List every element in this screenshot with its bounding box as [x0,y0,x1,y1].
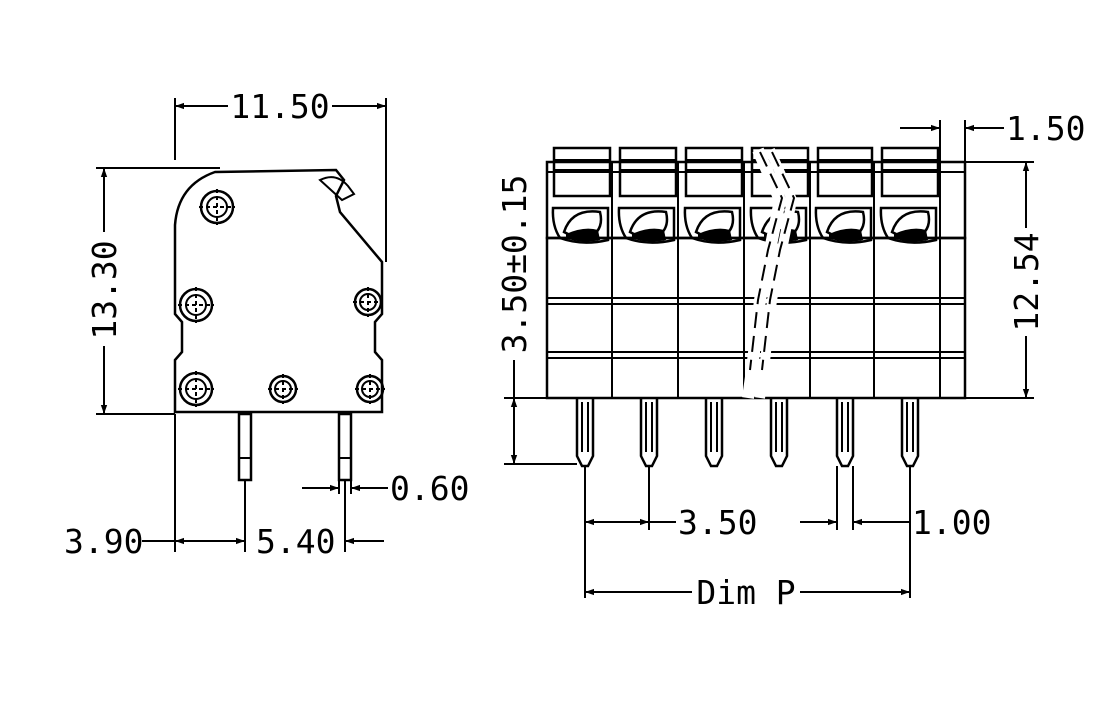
dim-text-1-50: 1.50 [1006,109,1085,148]
dim-text-3-50-tol: 3.50±0.15 [495,175,534,354]
front-view: 1.50 12.54 3.50±0.15 3.50 [495,109,1085,612]
dim-text-dim-p: Dim P [696,573,795,612]
hole-bottom-left [178,371,214,407]
push-buttons [552,146,940,198]
dim-text-0-60: 0.60 [390,469,469,508]
dim-front-pin-length: 3.50±0.15 [495,175,577,465]
side-pins [237,412,353,482]
hole-mid-right [353,287,383,317]
dim-text-11-50: 11.50 [230,87,329,126]
dim-front-gap: 1.00 [800,466,991,598]
side-holes [178,189,385,407]
dim-text-3-50: 3.50 [678,503,757,542]
side-view: 11.50 13.30 3.90 5.40 0.60 [64,87,469,561]
side-body-outline [173,168,384,414]
dim-side-height: 13.30 [85,167,220,415]
dim-front-pitch: 3.50 [584,466,757,598]
dim-text-13-30: 13.30 [85,240,124,339]
dim-text-5-40: 5.40 [256,522,335,561]
dim-side-pin-offsets: 3.90 5.40 [64,414,384,561]
side-latch [318,176,356,202]
dim-front-overall: Dim P [585,573,910,612]
hole-bottom-right [355,374,385,404]
break-marks [742,147,798,399]
hole-top [199,189,235,225]
dim-front-body-height: 12.54 [965,161,1046,399]
dim-side-pin-width: 0.60 [302,469,469,508]
dim-text-12-54: 12.54 [1007,232,1046,331]
dim-side-width: 11.50 [174,87,387,262]
dim-text-1-00: 1.00 [912,503,991,542]
hole-bottom-center [268,374,298,404]
dim-front-top-offset: 1.50 [900,109,1085,162]
pole-separators [611,162,941,398]
hole-mid-left [178,287,214,323]
front-pins [575,398,920,468]
dim-text-3-90: 3.90 [64,522,143,561]
